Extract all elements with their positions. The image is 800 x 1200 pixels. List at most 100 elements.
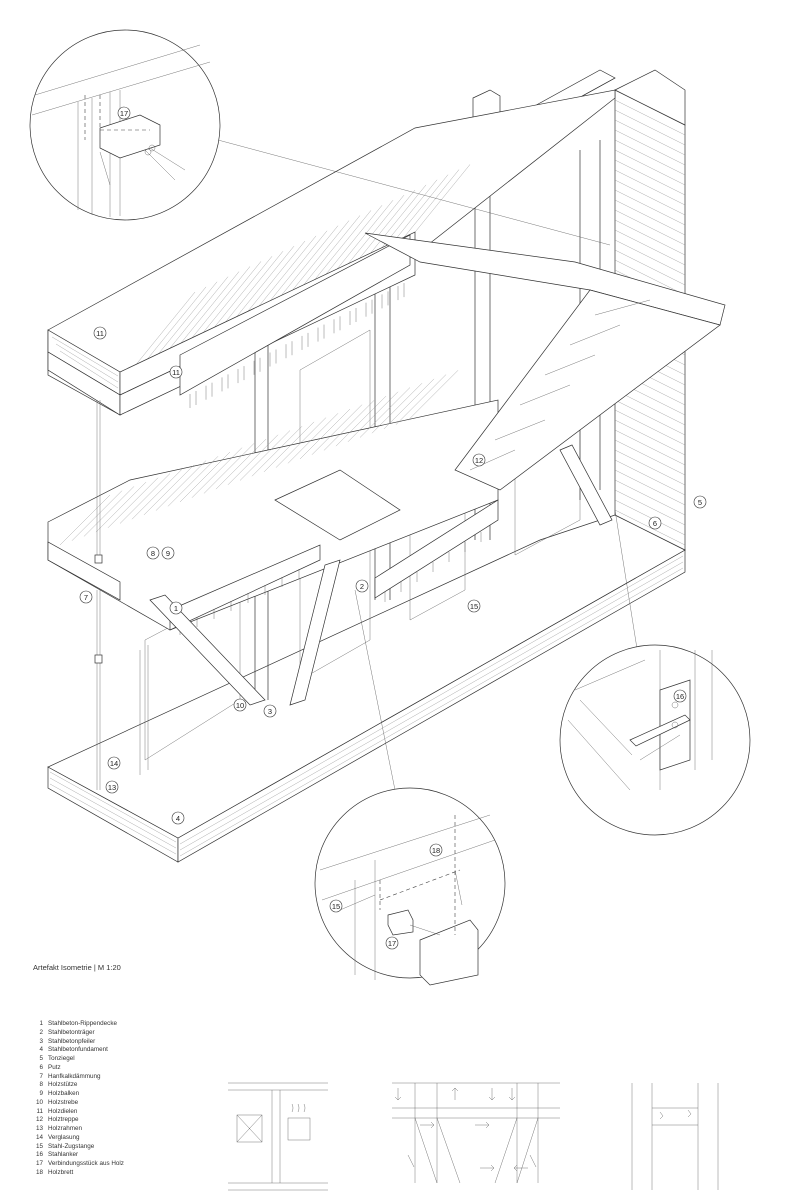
callout-9: 9 bbox=[161, 546, 175, 560]
legend-item: 15 Stahl-Zugstange bbox=[33, 1143, 124, 1152]
callout-12: 12 bbox=[472, 453, 486, 467]
detail-bottom bbox=[314, 787, 506, 986]
callout-11: 11 bbox=[93, 326, 107, 340]
legend-number: 1 bbox=[39, 1020, 43, 1027]
callout-15: 15 bbox=[467, 599, 481, 613]
legend-label: Tonziegel bbox=[48, 1055, 75, 1062]
callout-8: 8 bbox=[146, 546, 160, 560]
legend-label: Stahlbetonpfeiler bbox=[48, 1037, 96, 1045]
callout-label: 1 bbox=[174, 604, 178, 613]
legend-item: 13 Holzrahmen bbox=[33, 1125, 124, 1134]
callout-label: 11 bbox=[96, 329, 104, 338]
callout-label: 2 bbox=[360, 582, 364, 591]
callout-11: 11 bbox=[169, 365, 183, 379]
callout-label: 18 bbox=[432, 846, 440, 855]
callout-label: 8 bbox=[151, 549, 155, 558]
legend-label: Verbindungsstück aus Holz bbox=[48, 1160, 124, 1167]
legend-number: 3 bbox=[39, 1037, 43, 1045]
schematic-frame-forces bbox=[392, 1082, 560, 1184]
callout-3: 3 bbox=[263, 704, 277, 718]
callout-label: 15 bbox=[470, 602, 478, 611]
legend-number: 17 bbox=[35, 1160, 43, 1167]
legend-label: Stahlbetonfundament bbox=[48, 1046, 108, 1054]
callout-label: 17 bbox=[120, 109, 128, 118]
legend-item: 4 Stahlbetonfundament bbox=[33, 1046, 124, 1055]
legend-item: 11 Holzdielen bbox=[33, 1108, 124, 1117]
legend-label: Stahl-Zugstange bbox=[48, 1142, 95, 1150]
callout-16: 16 bbox=[673, 689, 687, 703]
detail-top-left bbox=[29, 29, 221, 221]
middle-floor bbox=[47, 370, 499, 635]
callout-label: 3 bbox=[268, 707, 272, 716]
callout-label: 10 bbox=[236, 701, 244, 710]
legend-label: Stahlanker bbox=[48, 1151, 79, 1159]
legend-number: 11 bbox=[36, 1107, 43, 1115]
legend-number: 16 bbox=[35, 1151, 43, 1159]
callout-10: 10 bbox=[233, 698, 247, 712]
legend-number: 15 bbox=[35, 1142, 43, 1150]
schematic-h-frame bbox=[631, 1083, 719, 1190]
drawing-caption: Artefakt Isometrie | M 1:20 bbox=[33, 963, 121, 972]
callout-18: 18 bbox=[429, 843, 443, 857]
legend-label: Holzdielen bbox=[48, 1107, 78, 1115]
legend-label: Holzrahmen bbox=[48, 1125, 82, 1132]
legend-label: Verglasung bbox=[48, 1133, 80, 1141]
callout-label: 15 bbox=[332, 902, 340, 911]
legend-number: 8 bbox=[39, 1081, 43, 1089]
upper-floor bbox=[47, 89, 616, 416]
timber-braces bbox=[149, 444, 613, 706]
detail-leaders bbox=[217, 139, 639, 791]
callout-label: 16 bbox=[676, 692, 684, 701]
callout-label: 6 bbox=[653, 519, 657, 528]
legend-number: 2 bbox=[39, 1028, 43, 1036]
timber-stair bbox=[364, 232, 726, 491]
callout-label: 4 bbox=[176, 814, 180, 823]
legend-item: 14 Verglasung bbox=[33, 1134, 124, 1143]
legend-item: 17 Verbindungsstück aus Holz bbox=[33, 1160, 124, 1169]
foundation-slab bbox=[47, 514, 686, 863]
legend-label: Stahlbetonträger bbox=[48, 1028, 95, 1036]
legend-item: 9 Holzbalken bbox=[33, 1090, 124, 1099]
callout-17: 17 bbox=[385, 936, 399, 950]
legend-label: Stahlbeton-Rippendecke bbox=[48, 1020, 117, 1027]
legend-number: 7 bbox=[39, 1072, 43, 1080]
legend-label: Holzstrebe bbox=[48, 1098, 79, 1106]
legend-number: 6 bbox=[39, 1063, 43, 1071]
legend-number: 4 bbox=[39, 1046, 43, 1054]
legend-item: 3 Stahlbetonpfeiler bbox=[33, 1038, 124, 1047]
legend-label: Hanfkalkdämmung bbox=[48, 1072, 101, 1080]
legend-number: 5 bbox=[39, 1055, 43, 1062]
legend-number: 18 bbox=[35, 1168, 43, 1176]
callout-2: 2 bbox=[355, 579, 369, 593]
legend-item: 8 Holzstütze bbox=[33, 1081, 124, 1090]
callout-label: 7 bbox=[84, 593, 88, 602]
legend-item: 2 Stahlbetonträger bbox=[33, 1029, 124, 1038]
legend-number: 13 bbox=[35, 1125, 43, 1132]
callout-4: 4 bbox=[171, 811, 185, 825]
callout-14: 14 bbox=[107, 756, 121, 770]
legend-label: Holzbrett bbox=[48, 1168, 74, 1176]
detail-right bbox=[559, 644, 751, 836]
legend-label: Holzbalken bbox=[48, 1090, 80, 1097]
callout-label: 14 bbox=[110, 759, 118, 768]
callout-15: 15 bbox=[329, 899, 343, 913]
legend-number: 14 bbox=[35, 1133, 43, 1141]
callout-label: 9 bbox=[166, 549, 170, 558]
legend-label: Holzstütze bbox=[48, 1081, 78, 1089]
schematic-steel-section bbox=[228, 1082, 328, 1191]
legend-item: 16 Stahlanker bbox=[33, 1151, 124, 1160]
legend-number: 9 bbox=[39, 1090, 43, 1097]
callout-7: 7 bbox=[79, 590, 93, 604]
legend-item: 7 Hanfkalkdämmung bbox=[33, 1073, 124, 1082]
callout-label: 5 bbox=[698, 498, 702, 507]
legend-item: 5 Tonziegel bbox=[33, 1055, 124, 1064]
callout-label: 17 bbox=[388, 939, 396, 948]
steel-tie-rods bbox=[94, 400, 103, 790]
callout-label: 13 bbox=[108, 783, 116, 792]
callout-label: 12 bbox=[475, 456, 483, 465]
